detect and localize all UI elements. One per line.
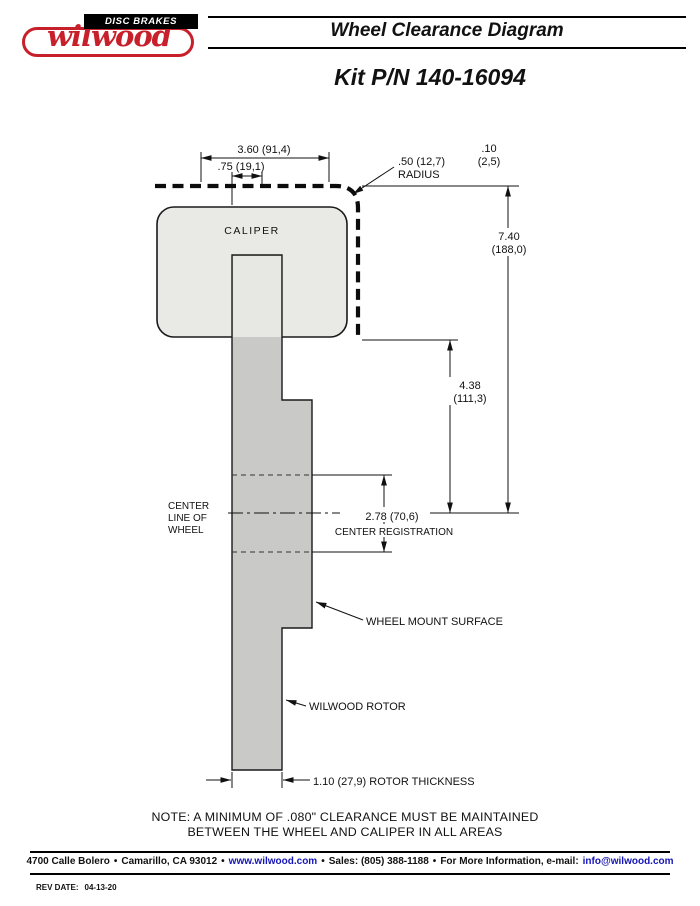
dimension-3-60 (200, 152, 330, 182)
footer-bullet: • (113, 856, 118, 867)
radius-label-word: RADIUS (398, 169, 440, 181)
footer-email-link[interactable]: info@wilwood.com (582, 856, 674, 867)
radius-label-value: .50 (12,7) (398, 156, 445, 168)
centerline-label-3: WHEEL (168, 525, 204, 536)
dimension-4-38 (362, 339, 494, 513)
logo-disc-brakes-badge: DISC BRAKES (84, 14, 198, 29)
kit-part-number-title: Kit P/N 140-16094 (334, 64, 526, 90)
caliper-label: CALIPER (224, 225, 279, 237)
dim-7-40-label: 7.40 (498, 231, 519, 243)
dim-0-10-label: .10 (481, 143, 496, 155)
centerline-label-1: CENTER (168, 501, 209, 512)
dim-7-40-mm: (188,0) (492, 244, 527, 256)
dim-2-78-label: 2.78 (70,6) (365, 511, 418, 523)
wheel-mount-leader (315, 601, 364, 621)
centerline-label-2: LINE OF (168, 513, 207, 524)
rotor-thickness-label: 1.10 (27,9) ROTOR THICKNESS (313, 776, 475, 788)
header-rule-bottom (208, 47, 686, 49)
footer-website-link[interactable]: www.wilwood.com (228, 856, 318, 867)
dim-4-38-mm: (111,3) (453, 393, 486, 405)
wheel-mount-surface-label: WHEEL MOUNT SURFACE (366, 616, 503, 628)
footer-sales: Sales: (805) 388-1188 (328, 856, 429, 867)
wheel-clearance-envelope (155, 183, 361, 338)
footer-info-prefix: For More Information, e-mail: (440, 856, 579, 867)
footer-rule-bottom (30, 873, 670, 875)
rev-date-label: REV DATE: (36, 883, 79, 892)
dim-3-60-label: 3.60 (91,4) (237, 144, 290, 156)
footer-bullet: • (432, 856, 437, 867)
note-line-1: NOTE: A MINIMUM OF .080" CLEARANCE MUST … (151, 810, 539, 824)
rev-date: REV DATE: 04-13-20 (36, 883, 123, 892)
dim-0-75-label: .75 (19,1) (217, 161, 264, 173)
dim-4-38-label: 4.38 (459, 380, 480, 392)
note-line-2: BETWEEN THE WHEEL AND CALIPER IN ALL ARE… (187, 825, 503, 839)
page-title: Wheel Clearance Diagram (330, 20, 564, 41)
dimension-rotor-thickness (206, 772, 310, 788)
footer-bullet: • (321, 856, 325, 867)
rotor-inside-caliper-shade (233, 256, 281, 337)
wilwood-logo: wilwood DISC BRAKES (22, 13, 202, 61)
rotor-leader (285, 699, 307, 707)
rev-date-value: 04-13-20 (84, 883, 117, 892)
footer-rule-top (30, 851, 670, 853)
dimension-2-78 (312, 474, 456, 553)
footer-city: Camarillo, CA 93012 (121, 856, 218, 867)
rotor-shape (231, 254, 313, 771)
wilwood-rotor-label: WILWOOD ROTOR (309, 701, 406, 713)
footer-contact-line: 4700 Calle Bolero•Camarillo, CA 93012•ww… (0, 856, 700, 867)
header-rule-top (208, 16, 686, 18)
clearance-note: NOTE: A MINIMUM OF .080" CLEARANCE MUST … (0, 810, 690, 840)
dimension-0-75 (231, 172, 263, 205)
wheel-clearance-diagram: CALIPER 3.60 (91,4) .75 (19,1) .50 (12,7… (155, 143, 531, 788)
dimension-7-40 (362, 185, 531, 513)
radius-leader (352, 166, 395, 195)
dim-0-10-mm: (2,5) (478, 156, 501, 168)
center-registration-label: CENTER REGISTRATION (335, 527, 453, 538)
footer-address: 4700 Calle Bolero (26, 856, 110, 867)
footer-bullet: • (221, 856, 225, 867)
